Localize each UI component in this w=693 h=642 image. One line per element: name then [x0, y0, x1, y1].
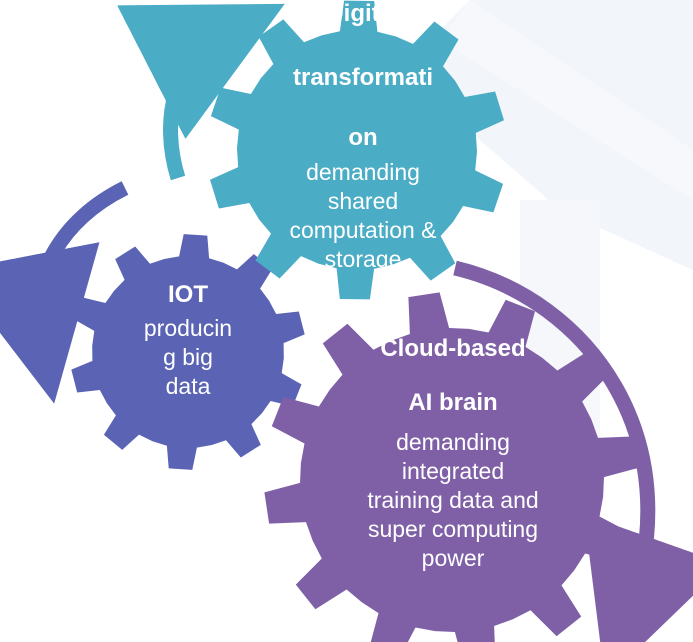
gear-ai-body-5: power	[421, 545, 485, 571]
gear-iot-body-3: data	[165, 373, 211, 399]
gear-digital-text: Digital transformati on demanding shared…	[263, 0, 463, 292]
gear-ai-shape	[264, 292, 640, 642]
gear-ai-body-2: integrated	[401, 458, 505, 484]
gear-iot-shape	[71, 234, 305, 470]
gear-ai-title-line2: AI brain	[408, 389, 498, 416]
gear-digital-body-2: shared	[327, 188, 399, 214]
gear-ai-title-line1: Cloud-based	[380, 335, 526, 362]
cycle-arrow-blue	[0, 181, 129, 404]
gear-ai-body-3: training data and	[367, 487, 539, 513]
gear-iot-body-2: g big	[163, 344, 213, 370]
gear-digital-title-line2: transformati	[292, 64, 434, 91]
cycle-arrow-purple	[453, 260, 693, 642]
gear-digital-shape	[210, 0, 504, 300]
gear-digital-body-4: storage	[324, 246, 402, 272]
gear-digital-body-1: demanding	[306, 159, 420, 185]
gear-iot-text: IOT producin g big data	[118, 280, 258, 438]
gear-ai-body-1: demanding	[396, 429, 510, 455]
gear-ai-text: Cloud-based AI brain demanding integrate…	[323, 334, 583, 614]
gear-digital-body-3: computation &	[289, 217, 437, 243]
gears-group	[71, 0, 640, 642]
gear-digital-title-line1: Digital	[326, 0, 400, 27]
gear-iot-body-1: producin	[143, 315, 233, 341]
gear-digital-title-line3: on	[348, 124, 378, 151]
gear-ai-body-4: super computing	[367, 516, 539, 542]
cycle-arrow-teal	[117, 3, 285, 181]
gear-iot-title: IOT	[168, 281, 208, 308]
